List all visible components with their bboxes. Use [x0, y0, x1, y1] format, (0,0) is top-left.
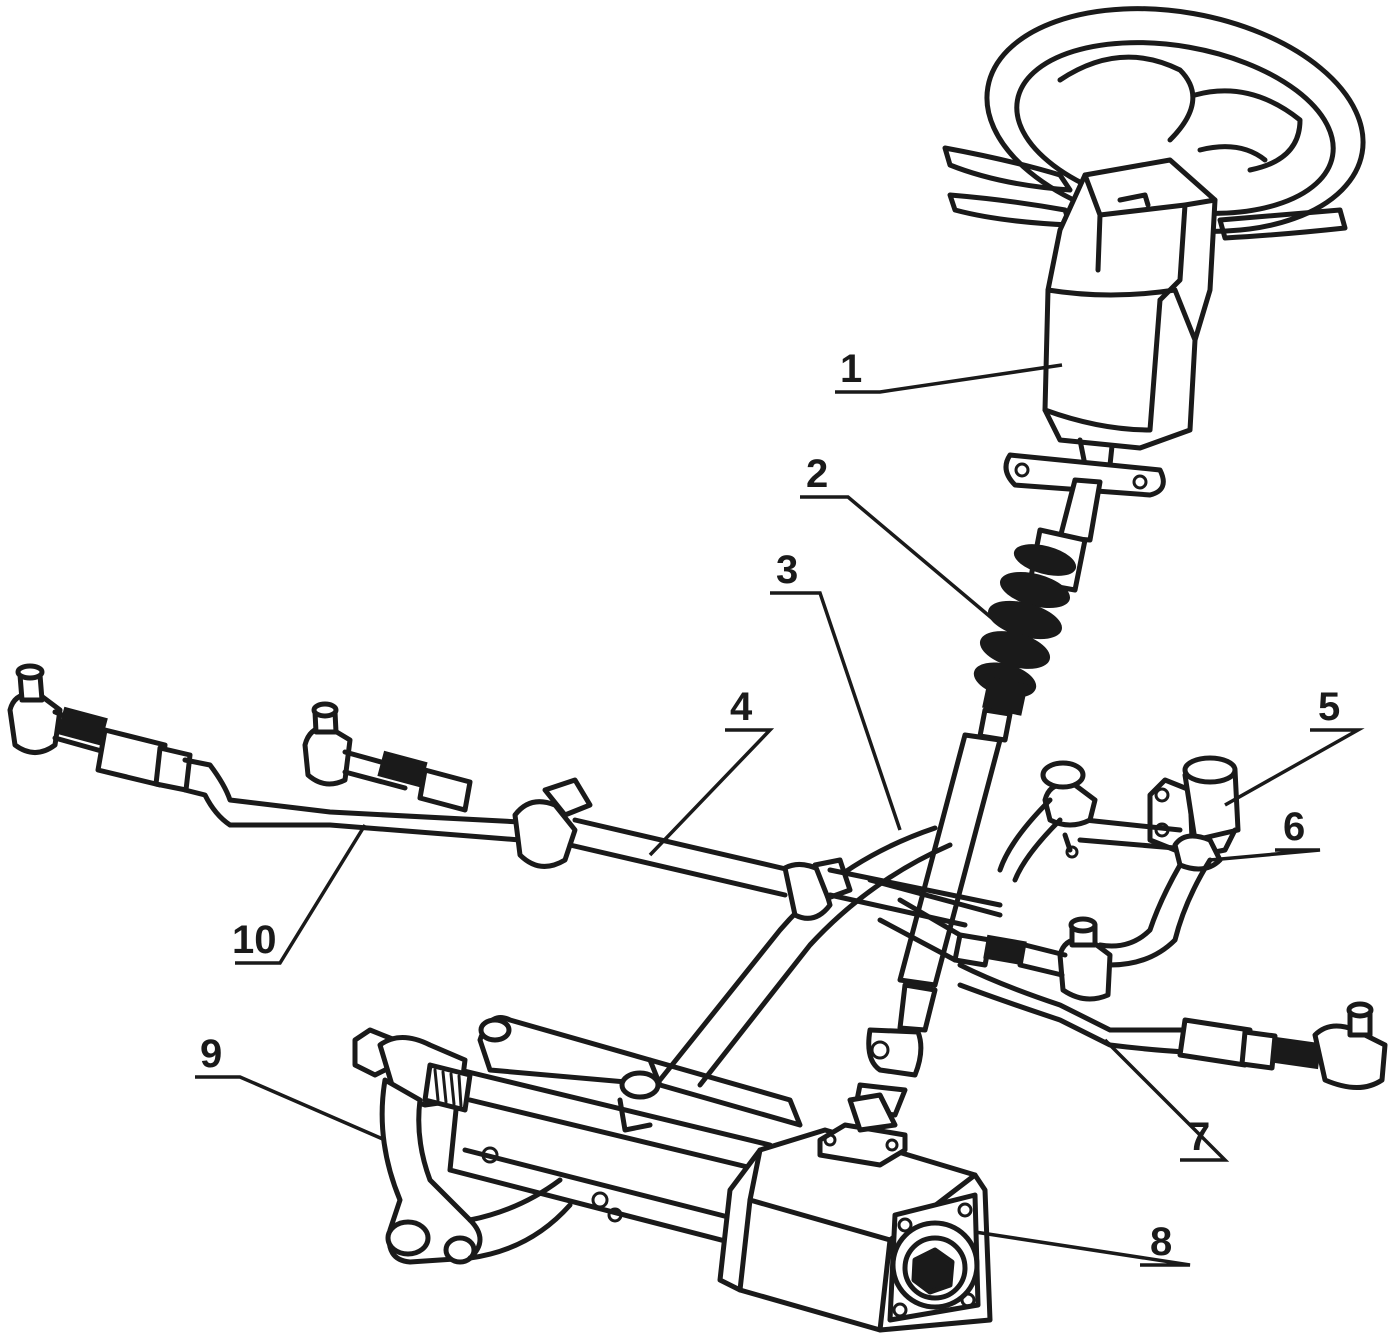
callout-6: 6: [1283, 805, 1305, 849]
callout-3: 3: [776, 548, 798, 592]
callout-5: 5: [1318, 685, 1340, 729]
left-tie-rod: [7, 663, 523, 843]
callout-4: 4: [730, 685, 753, 729]
callout-7: 7: [1188, 1115, 1210, 1159]
pitman-arm: [352, 1027, 573, 1265]
right-tie-rod: [877, 897, 1388, 1090]
idler-arm: [997, 760, 1223, 968]
center-tie-rod: [302, 701, 853, 921]
callout-9: 9: [200, 1032, 222, 1076]
callout-10: 10: [232, 918, 277, 962]
steering-column-housing: [1042, 157, 1218, 473]
steering-shaft-universal-joint: [852, 477, 1103, 1118]
column-mounting-flange: [1003, 452, 1166, 498]
callout-8: 8: [1150, 1220, 1172, 1264]
steering-gearbox: [447, 1015, 993, 1333]
callout-labels: 1 2 3 4 5 6 7 8 9 10: [200, 347, 1340, 1264]
cross-linkage: [827, 867, 1003, 928]
callout-2: 2: [806, 452, 828, 496]
callout-leaders: [195, 363, 1365, 1267]
callout-1: 1: [840, 347, 862, 391]
